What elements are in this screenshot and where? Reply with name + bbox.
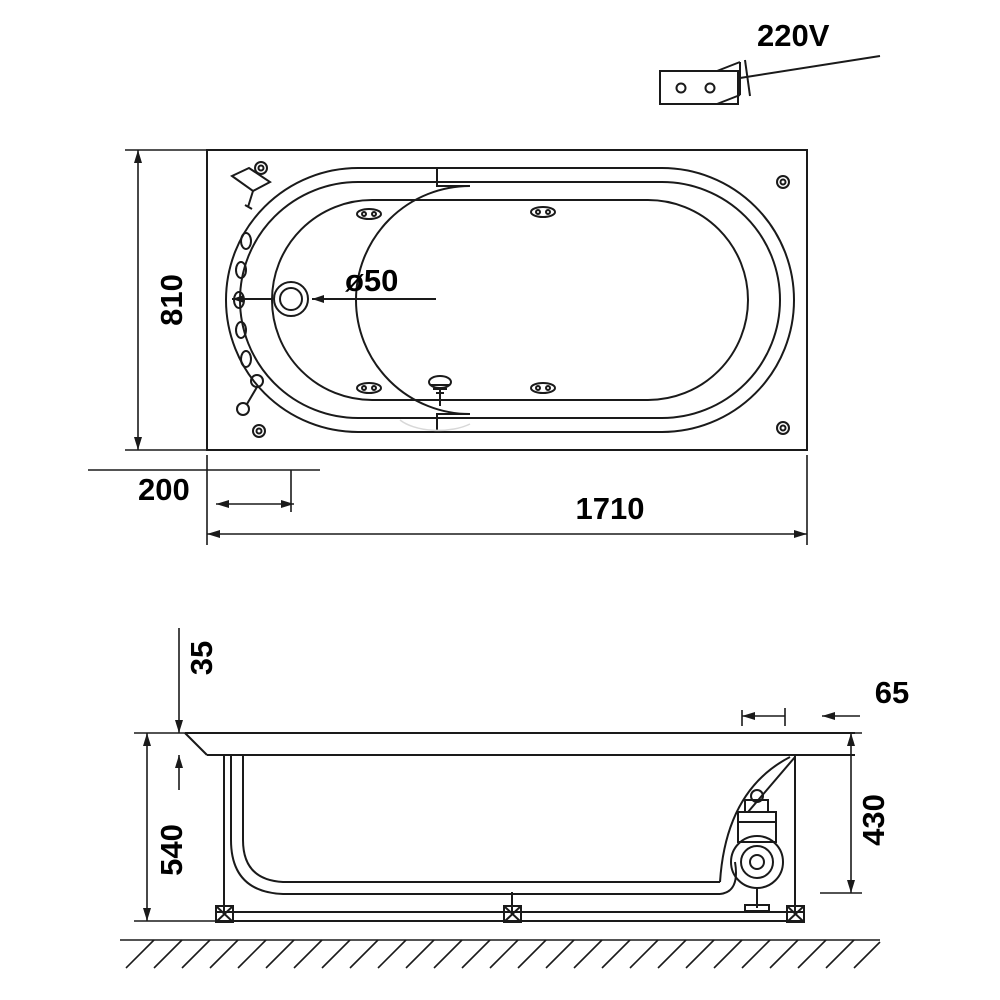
- diameter-dimension-arrows: [232, 295, 436, 303]
- tub-outline-top: [206, 149, 808, 451]
- pump-pipe-left: [719, 861, 737, 895]
- label-540: 540: [154, 824, 189, 876]
- tub-step-line-top: [436, 168, 470, 187]
- mounting-bolts: [252, 161, 790, 438]
- top-view-group: [206, 149, 808, 451]
- faucet-symbol: [230, 166, 272, 210]
- tub-basin: [271, 199, 749, 401]
- pump-assembly: [730, 789, 784, 912]
- watermark-arc: [399, 419, 471, 432]
- front-view-dimensions: [134, 628, 862, 922]
- top-view-dimensions: [88, 149, 808, 545]
- pump-suction-line: [719, 756, 791, 883]
- drain-outlet: [273, 281, 309, 317]
- label-430: 430: [856, 794, 891, 846]
- frame-feet: [215, 905, 805, 923]
- label-35: 35: [184, 641, 219, 675]
- label-200: 200: [138, 472, 190, 507]
- tub-rim-inner: [239, 181, 781, 419]
- tub-inner-profile: [230, 755, 720, 895]
- rim-left-chamfer: [184, 732, 208, 756]
- label-1710: 1710: [576, 491, 645, 526]
- label-diameter-50: ø50: [345, 263, 398, 298]
- front-view-group: [184, 732, 855, 923]
- tub-rim-outer: [225, 167, 795, 433]
- label-65: 65: [875, 675, 909, 710]
- tub-outer-profile: [242, 755, 720, 883]
- tub-step-line-bottom: [436, 413, 470, 432]
- label-220v: 220V: [757, 18, 830, 53]
- pump-pipe-right: [747, 756, 796, 813]
- bottom-drain: [428, 375, 452, 406]
- handle-symbol: [236, 374, 264, 416]
- floor-hatching: [120, 939, 881, 969]
- power-supply-symbol: [659, 55, 881, 105]
- label-810: 810: [154, 274, 189, 326]
- hydro-jets: [356, 206, 556, 394]
